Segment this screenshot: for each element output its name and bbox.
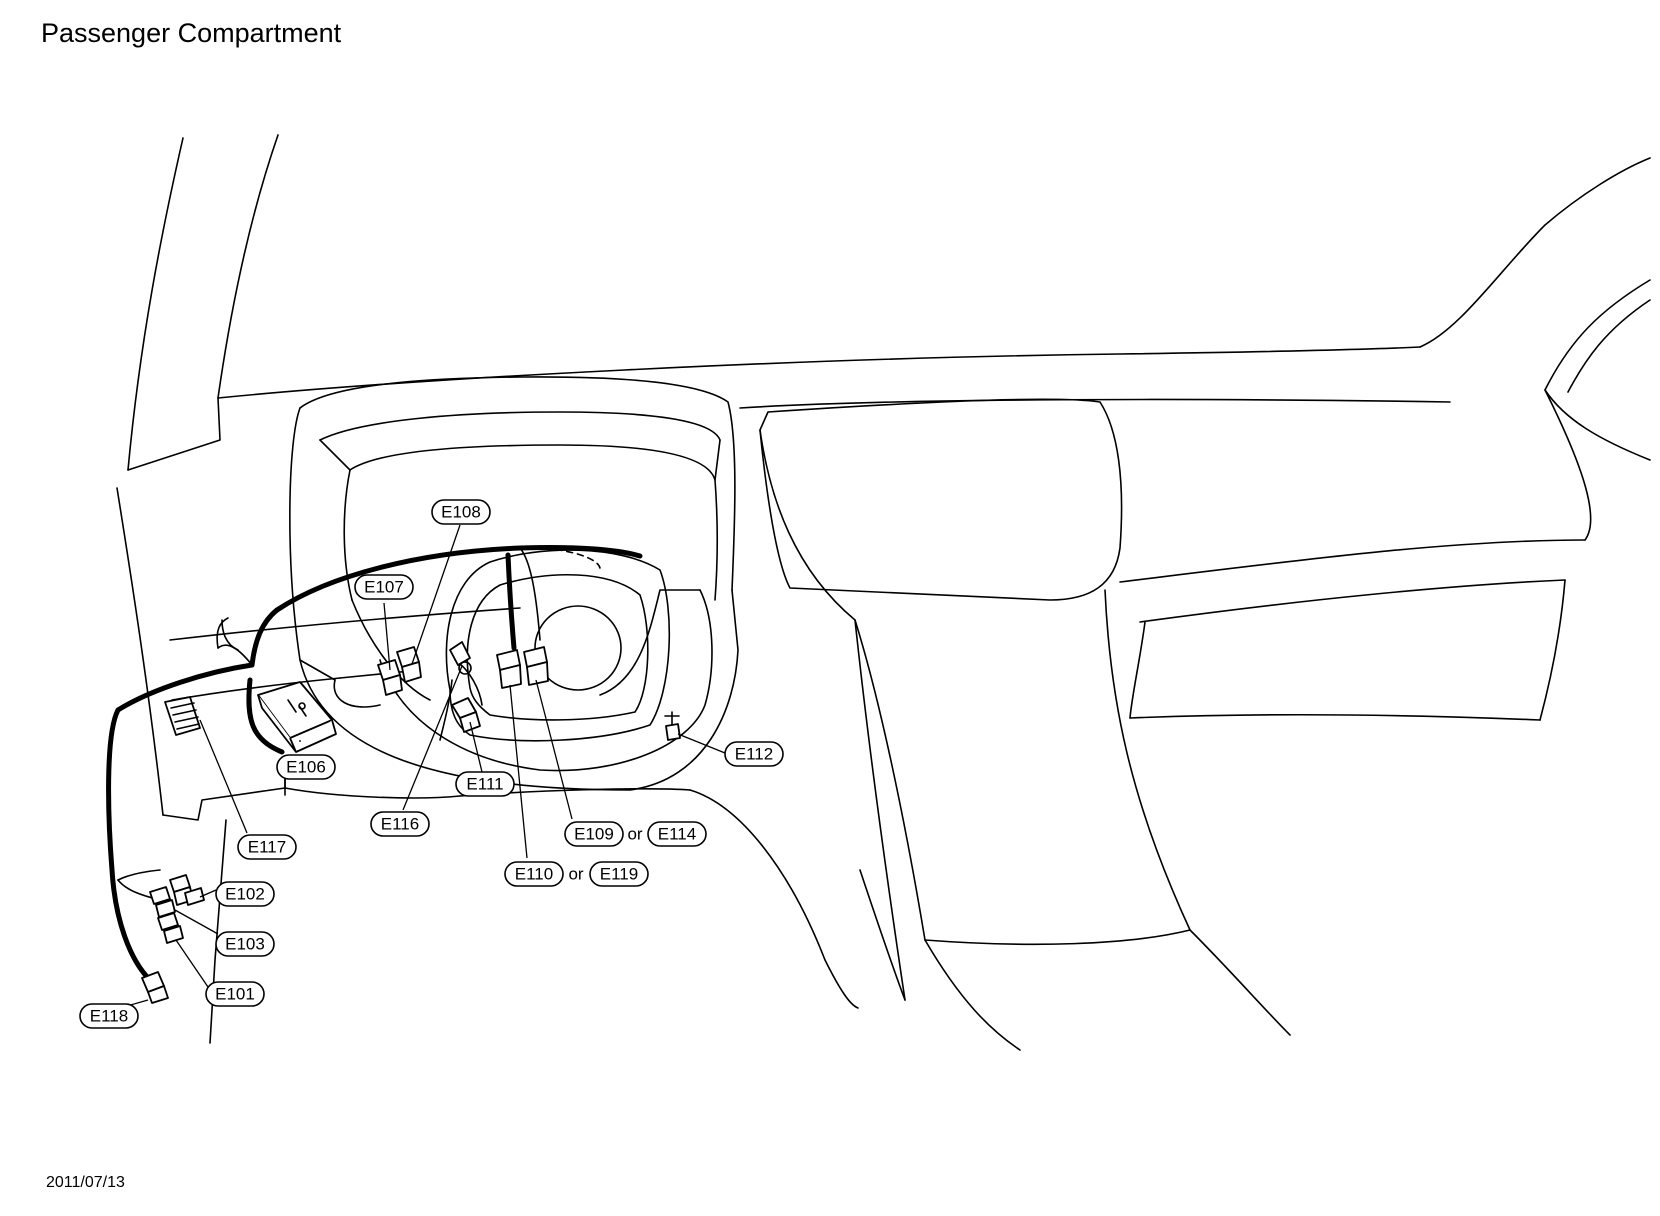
svg-text:E116: E116 (381, 815, 419, 834)
connector-e117-glyph (164, 696, 201, 736)
svg-text:E102: E102 (225, 885, 265, 904)
connector-e103-glyph (149, 886, 176, 918)
callout-e116: E116 (370, 811, 430, 837)
callout-e101: E101 (205, 981, 265, 1007)
connector-e111-glyph (451, 697, 481, 733)
svg-text:E119: E119 (600, 865, 638, 884)
svg-text:E103: E103 (225, 935, 265, 954)
callout-e117: E117 (237, 834, 297, 860)
connector-e118-glyph (141, 971, 169, 1004)
svg-text:E118: E118 (90, 1007, 128, 1026)
connector-e110-glyph (496, 649, 522, 689)
callout-e112: E112 (724, 741, 784, 767)
callout-labels: E108 E107 E106 E111 E112 E116 E117 E109 (79, 499, 784, 1029)
svg-text:E101: E101 (215, 985, 255, 1004)
svg-text:E110: E110 (515, 865, 553, 884)
leader-lines (119, 524, 726, 1009)
svg-text:E117: E117 (248, 838, 286, 857)
callout-e106: E106 (276, 754, 336, 780)
connector-e109-glyph (523, 646, 549, 686)
callout-e114: E114 (647, 821, 707, 847)
connector-e116-glyph (449, 641, 472, 675)
connector-e102-glyph (169, 874, 205, 906)
svg-text:E111: E111 (466, 775, 503, 794)
page-title: Passenger Compartment (41, 18, 342, 48)
connector-e101-glyph (157, 912, 184, 944)
svg-text:E106: E106 (286, 758, 326, 777)
connector-e106-glyph (257, 681, 337, 753)
svg-text:E112: E112 (735, 745, 773, 764)
vehicle-outline (116, 134, 1651, 1051)
document-date: 2011/07/13 (46, 1174, 125, 1191)
callout-e111: E111 (455, 771, 515, 797)
connector-e108-glyph (396, 646, 422, 683)
connector-glyphs (141, 641, 681, 1004)
callout-e109: E109 (564, 821, 624, 847)
connector-e112-glyph (664, 711, 681, 741)
callout-e107: E107 (354, 574, 414, 600)
callout-e110: E110 (504, 861, 564, 887)
wiring-harness (106, 544, 643, 983)
callout-e103: E103 (215, 931, 275, 957)
or-text-e109-e114: or (627, 825, 642, 844)
callout-e119: E119 (589, 861, 649, 887)
callout-e118: E118 (79, 1003, 139, 1029)
callout-e102: E102 (215, 881, 275, 907)
connector-e107-glyph (377, 659, 403, 696)
svg-text:E107: E107 (364, 578, 404, 597)
svg-text:E108: E108 (441, 503, 481, 522)
callout-e108: E108 (431, 499, 491, 525)
svg-text:E109: E109 (574, 825, 614, 844)
svg-text:E114: E114 (658, 825, 696, 844)
or-text-e110-e119: or (568, 865, 583, 884)
